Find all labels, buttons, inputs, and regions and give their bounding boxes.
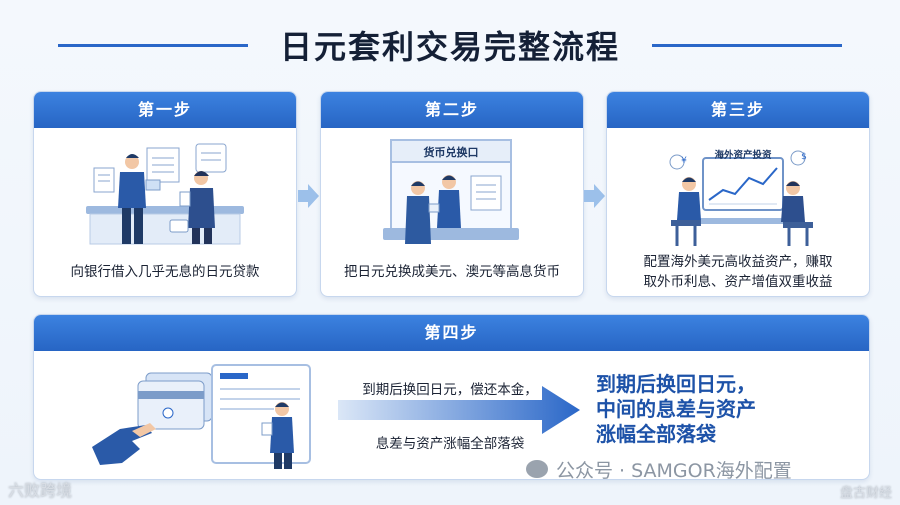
step-2-card: 第二步 货币兑换口 把日元兑换成美元、澳元等高息货币 [320,91,584,297]
step-1-card: 第一步 向银行借入几乎无息的日元贷款 [33,91,297,297]
step-2-text: 把日元兑换成美元、澳元等高息货币 [344,264,560,280]
step-3-label: 第三步 [607,92,869,128]
page-title: 日元套利交易完整流程 [279,28,620,66]
dollar-coin-icon: $ [801,152,807,162]
step-3-card: 第三步 海外资产投资 ¥ $ 配置海外美元高收益资产，赚取 取外币利息、资产增值… [606,91,870,297]
currency-exchange-illustration [383,139,519,244]
title-row: 日元套利交易完整流程 [0,22,900,68]
step-4-result: 到期后换回日元， 中间的息差与资产 涨幅全部落袋 [596,372,856,447]
step-4-text-line2: 息差与资产涨幅全部落袋 [375,436,525,452]
title-divider-left [58,44,248,47]
corner-watermark-left: 六败跨境 [8,481,73,500]
step-2-label: 第二步 [321,92,583,128]
step-4-flow-arrow [338,386,580,434]
arrow-step1-to-step2 [298,184,319,208]
watermark-text: 公众号 · SAMGOR海外配置 [556,460,792,482]
step-1-label: 第一步 [34,92,296,128]
screen-title: 海外资产投资 [714,150,772,161]
step-1-text: 向银行借入几乎无息的日元贷款 [70,264,260,280]
arrow-step2-to-step3 [584,184,605,208]
step-4-result-line3: 涨幅全部落袋 [596,422,716,446]
step-4-result-line1: 到期后换回日元， [596,372,756,396]
step-4-result-line2: 中间的息差与资产 [596,397,756,421]
step-3-text-line2: 取外币利息、资产增值双重收益 [643,274,833,290]
exchange-booth-sign: 货币兑换口 [423,146,479,159]
wechat-icon [526,460,548,478]
bank-loan-illustration [86,143,244,245]
overseas-investment-illustration [669,150,813,246]
title-divider-right [652,44,842,47]
step-4-text-line1: 到期后换回日元，偿还本金， [362,382,538,398]
repay-illustration [92,364,311,469]
yen-coin-icon: ¥ [681,156,687,166]
corner-watermark-right: 盘古财经 [839,486,892,501]
step-3-text-line1: 配置海外美元高收益资产，赚取 [643,254,833,270]
step-3-text: 配置海外美元高收益资产，赚取 取外币利息、资产增值双重收益 [615,252,861,292]
step-4-card: 第四步 [33,314,870,480]
step-4-label: 第四步 [34,315,869,351]
